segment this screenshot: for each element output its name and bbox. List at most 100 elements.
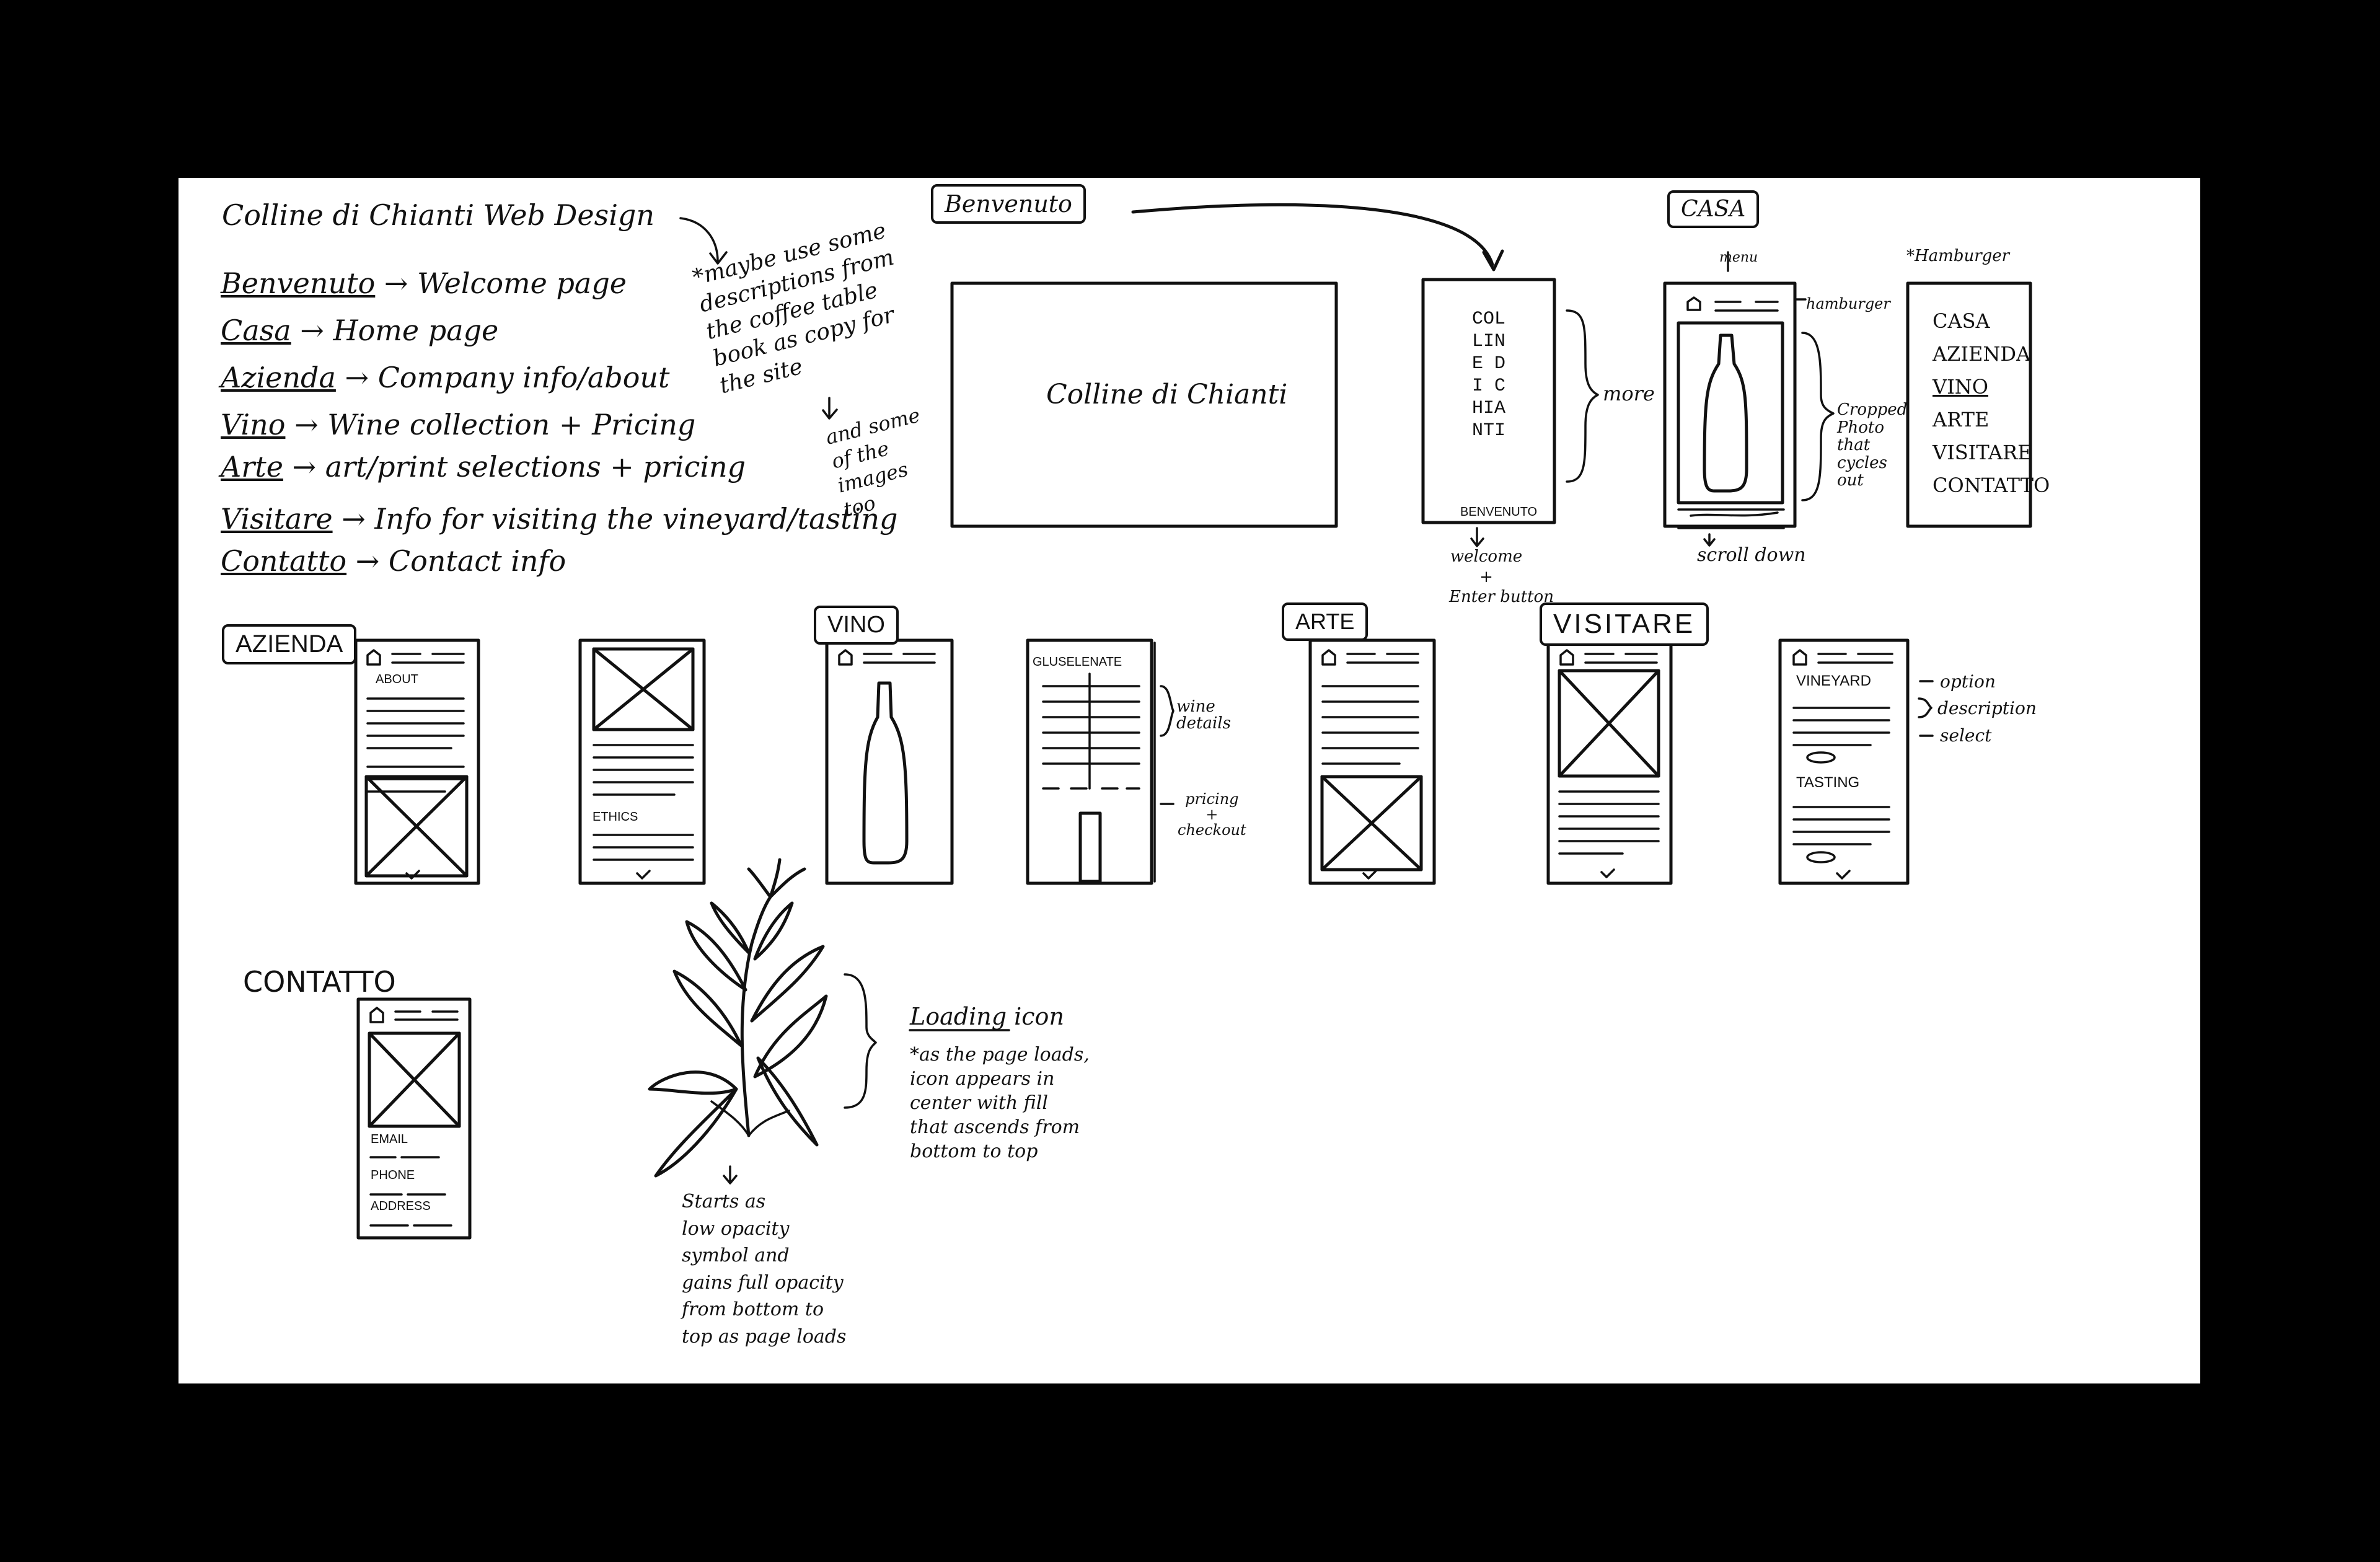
benvenuto-desktop-frame: [950, 281, 1338, 528]
menu-item-vino[interactable]: VINO: [1933, 375, 1988, 399]
legend-term: Visitare: [221, 502, 333, 536]
note-line: pricing: [1185, 790, 1239, 808]
note-line: wine: [1176, 697, 1215, 716]
plant-loading-icon: [648, 858, 828, 1178]
contatto-email-label: EMAIL: [371, 1132, 408, 1146]
legend-term: Vino: [221, 408, 286, 441]
arte-label: ARTE: [1282, 602, 1368, 641]
legend-term: Casa: [221, 314, 291, 347]
note-line: that: [1837, 436, 1871, 455]
legend-meaning: Welcome page: [417, 267, 627, 300]
vino-bottle: [862, 681, 909, 865]
azienda-about-heading: ABOUT: [376, 673, 418, 686]
note-line: out: [1837, 471, 1864, 490]
legend-meaning: Company info/about: [377, 361, 670, 394]
vino-screen-2-frame: [1026, 638, 1153, 885]
note-line: Starts as: [682, 1191, 766, 1212]
note-line: center with fill: [910, 1092, 1048, 1114]
azienda-screen-1-frame: [354, 638, 480, 885]
contatto-label: CONTATTO: [243, 965, 396, 999]
visitare-tasting-heading: TASTING: [1796, 774, 1860, 791]
hamburger-note: hamburger: [1806, 295, 1890, 312]
benvenuto-arrow: [1131, 203, 1494, 267]
casa-mobile-frame: [1663, 281, 1797, 528]
description-note: description: [1937, 698, 2037, 718]
note-line: *as the page loads,: [910, 1044, 1090, 1066]
benvenuto-desktop-title: Colline di Chianti: [1046, 379, 1288, 410]
wine-details-note: wine details: [1176, 697, 1231, 733]
note-arrow: [679, 217, 719, 263]
welcome-note: welcome + Enter button: [1449, 547, 1554, 607]
visitare-screen-2-frame: [1778, 638, 1910, 885]
note-line: symbol and: [682, 1245, 790, 1266]
photo-brace: [1801, 332, 1835, 501]
note-line: Photo: [1837, 418, 1884, 437]
contatto-screen-frame: [356, 997, 472, 1240]
contatto-address-label: ADDRESS: [371, 1199, 431, 1213]
photo-note: Cropped Photo that cycles out: [1837, 401, 1907, 490]
select-note: select: [1940, 725, 1992, 746]
note-line: welcome: [1450, 547, 1523, 566]
note-line: low opacity: [682, 1217, 790, 1240]
pricing-note: pricing + checkout: [1178, 790, 1246, 839]
sheet-title: Colline di Chianti Web Design: [222, 198, 654, 232]
vino-label: VINO: [814, 606, 899, 645]
azienda-label: AZIENDA: [222, 624, 357, 664]
legend-term: Contatto: [221, 544, 347, 578]
legend-meaning: Home page: [333, 314, 499, 347]
note-line: checkout: [1178, 821, 1246, 839]
more-brace: [1566, 309, 1599, 483]
azienda-screen-2-frame: [578, 638, 706, 885]
legend-row-casa: Casa → Home page: [221, 314, 499, 347]
note-line: bottom to top: [910, 1141, 1038, 1162]
arte-screen-frame: [1308, 638, 1436, 885]
legend-row-contatto: Contatto → Contact info: [221, 544, 566, 578]
casa-bottle: [1703, 333, 1748, 493]
legend-meaning: art/print selections + pricing: [325, 450, 746, 483]
legend-row-arte: Arte → art/print selections + pricing: [221, 450, 746, 483]
benvenuto-mobile-button: BENVENUTO: [1460, 505, 1538, 519]
option-note: option: [1940, 671, 1996, 692]
legend-term: Benvenuto: [221, 267, 376, 300]
menu-item-azienda[interactable]: AZIENDA: [1933, 342, 2031, 366]
legend-term: Azienda: [221, 361, 336, 394]
legend-row-benvenuto: Benvenuto → Welcome page: [221, 267, 627, 300]
note-line: that ascends from: [910, 1116, 1080, 1138]
note-line: icon appears in: [910, 1068, 1055, 1090]
loading-title: Loading icon: [910, 1003, 1064, 1030]
vino-detail-title: GLUSELENATE: [1033, 655, 1122, 669]
legend-meaning: Info for visiting the vineyard/tasting: [374, 502, 898, 536]
note-line: Cropped: [1837, 400, 1908, 419]
legend-row-visitare: Visitare → Info for visiting the vineyar…: [221, 502, 898, 536]
menu-item-casa[interactable]: CASA: [1933, 309, 1990, 333]
scroll-note: scroll down: [1697, 544, 1806, 566]
legend-meaning: Contact info: [388, 544, 566, 578]
loading-brace: [844, 973, 877, 1109]
loading-description: *as the page loads, icon appears in cent…: [910, 1043, 1090, 1163]
note-line: gains full opacity: [682, 1271, 844, 1294]
note-line: Enter button: [1449, 588, 1554, 606]
casa-label: CASA: [1667, 190, 1760, 228]
hamburger-menu-list: CASA AZIENDA VINO ARTE VISITARE CONTATTO: [1933, 305, 2050, 502]
note-line: +: [1205, 806, 1219, 824]
benvenuto-label: Benvenuto: [931, 184, 1086, 224]
menu-item-contatto[interactable]: CONTATTO: [1933, 474, 2050, 497]
visitare-vineyard-heading: VINEYARD: [1796, 673, 1871, 689]
more-note: more: [1603, 382, 1655, 405]
menu-item-arte[interactable]: ARTE: [1933, 408, 1990, 431]
benvenuto-mobile-title: COLLINE DI CHIANTI: [1471, 309, 1505, 441]
sketch-sheet: Colline di Chianti Web Design Benvenuto …: [178, 178, 2200, 1383]
azienda-ethics-heading: ETHICS: [593, 810, 638, 824]
note-line: +: [1479, 567, 1493, 586]
legend-term: Arte: [221, 450, 283, 483]
benvenuto-mobile-frame: [1421, 278, 1556, 524]
contatto-phone-label: PHONE: [371, 1168, 415, 1182]
vino-screen-1-frame: [825, 638, 954, 885]
note-line: from bottom to: [682, 1299, 824, 1320]
menu-note: menu: [1719, 250, 1758, 265]
opacity-note: Starts as low opacity symbol and gains f…: [682, 1188, 846, 1350]
legend-row-vino: Vino → Wine collection + Pricing: [221, 408, 696, 441]
note-line: top as page loads: [682, 1325, 847, 1348]
note-line: cycles: [1837, 453, 1887, 472]
menu-item-visitare[interactable]: VISITARE: [1933, 441, 2032, 464]
